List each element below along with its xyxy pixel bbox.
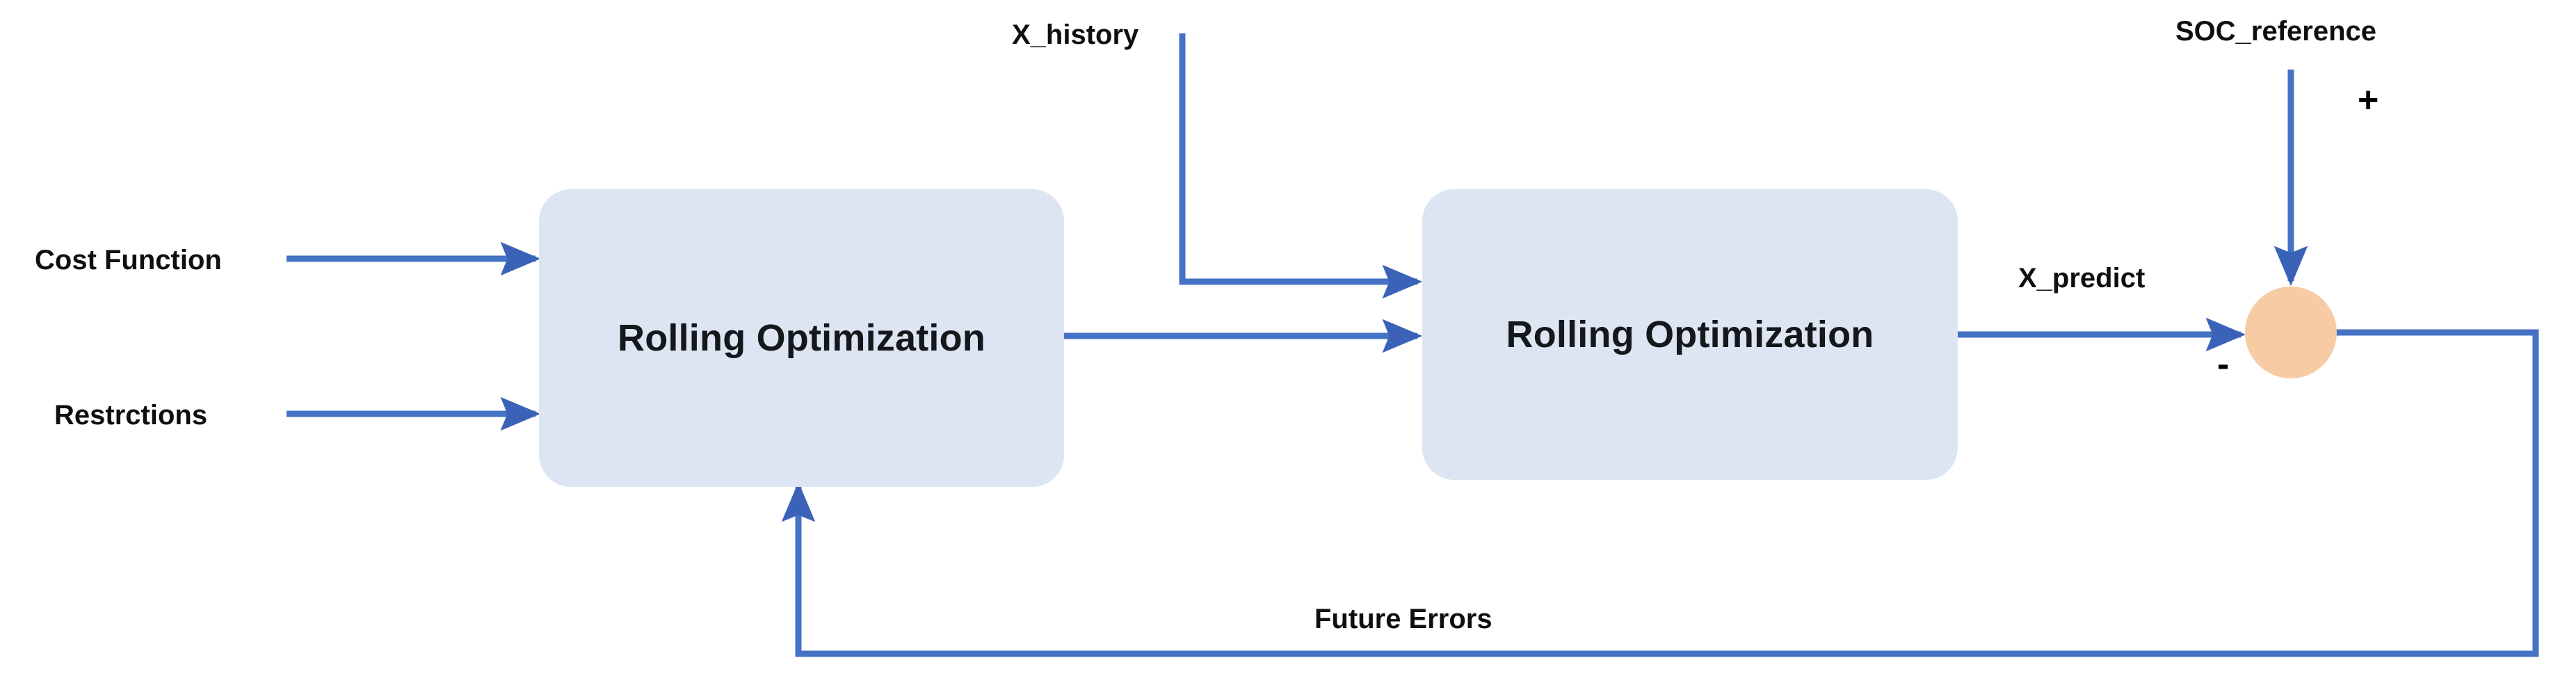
x-history-arrow — [1179, 33, 1423, 299]
summing-junction-node[interactable] — [2245, 287, 2337, 378]
label-x-history: X_history — [1012, 19, 1139, 50]
block-rolling-optimization-2[interactable]: Rolling Optimization — [1422, 189, 1958, 480]
block-label: Rolling Optimization — [618, 317, 985, 359]
label-cost-function: Cost Function — [35, 245, 222, 275]
block-label: Rolling Optimization — [1506, 314, 1874, 355]
plus-sign-label: + — [2358, 80, 2379, 120]
future-errors-arrow — [781, 329, 2539, 657]
block-rolling-optimization-1[interactable]: Rolling Optimization — [539, 189, 1064, 487]
label-restrictions: Restrctions — [54, 400, 208, 431]
minus-sign-label: - — [2217, 344, 2230, 385]
label-future-errors: Future Errors — [1314, 604, 1492, 634]
label-soc-reference: SOC_reference — [2175, 16, 2377, 47]
label-x-predict: X_predict — [2018, 263, 2146, 294]
